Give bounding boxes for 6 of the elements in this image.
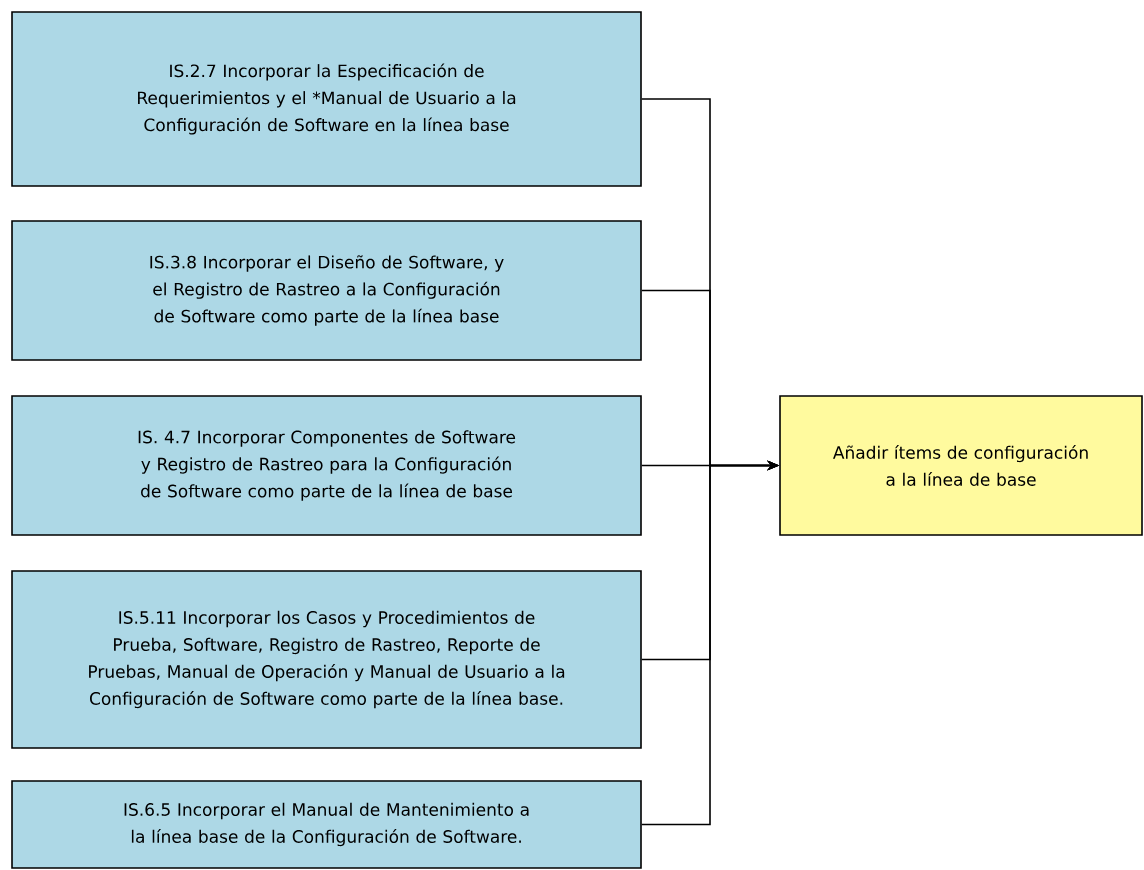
result-box: Añadir ítems de configuración a la línea de base: [779, 395, 1143, 536]
process-box: IS. 4.7 Incorporar Componentes de Software y Registro de Rastreo para la Configuración de Software como parte de la línea de base: [11, 395, 642, 536]
process-box: IS.5.11 Incorporar los Casos y Procedimientos de Prueba, Software, Registro de Rastreo, Reporte de Pruebas, Manual de Operación y Manual de Usuario a la Configuración de Software como parte de la línea base.: [11, 570, 642, 749]
process-box: IS.6.5 Incorporar el Manual de Mantenimiento a la línea base de la Configuración de Software.: [11, 780, 642, 869]
process-box: IS.3.8 Incorporar el Diseño de Software, y el Registro de Rastreo a la Configuración de Software como parte de la línea base: [11, 220, 642, 361]
process-box: IS.2.7 Incorporar la Especificación de Requerimientos y el *Manual de Usuario a la Configuración de Software en la línea base: [11, 11, 642, 187]
